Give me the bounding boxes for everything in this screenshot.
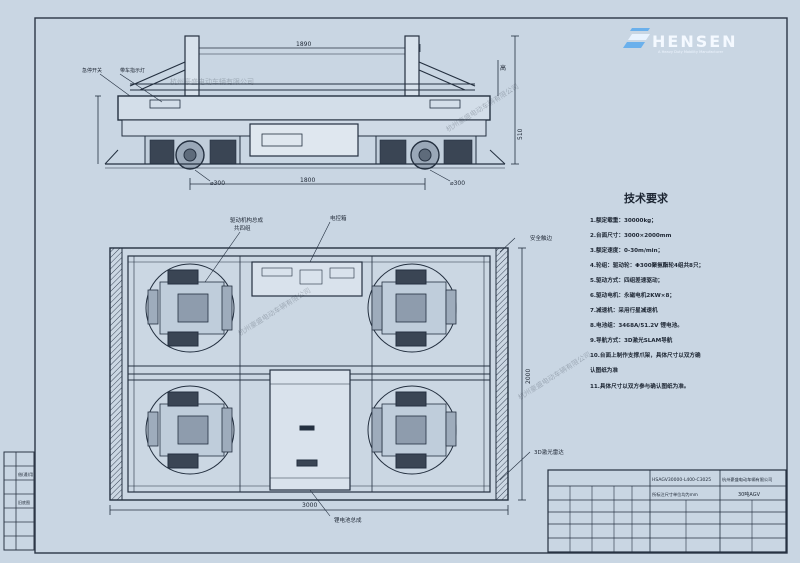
tech-line-4: 4.轮组：驱动轮：Φ300聚氨酯轮4组共8只； xyxy=(590,261,704,269)
technical-requirements: 技术要求 1.额定载重：30000kg； 2.台面尺寸：3000×2000mm … xyxy=(590,191,704,390)
tech-line-9: 9.导航方式：3D激光SLAM导航 xyxy=(590,336,673,344)
drawing-number: HSAGV30000-L400-C3025 xyxy=(652,477,711,483)
drive-module-top-left xyxy=(145,263,235,353)
unit-note: 所标注尺寸单位均为mm xyxy=(652,491,698,498)
tech-line-2: 2.台面尺寸：3000×2000mm xyxy=(590,231,672,239)
tech-line-11: 11.具体尺寸以双方参与确认图纸为准。 xyxy=(590,382,689,390)
company-name: 杭州豪盛电动车辆有限公司 xyxy=(722,476,772,483)
side-drive-unit-left xyxy=(149,139,175,165)
side-elevation-view xyxy=(95,35,519,190)
callout-safety-edge: 安全触边 xyxy=(530,234,553,242)
side-bottom-dimension: 1800 xyxy=(300,177,315,184)
tech-title: 技术要求 xyxy=(624,191,669,205)
callout-electrical-box: 电控箱 xyxy=(330,214,347,222)
drawing-border xyxy=(34,17,788,554)
callout-laser-radar: 3D激光雷达 xyxy=(534,448,564,456)
side-wheel-right-label: ⌀300 xyxy=(450,180,465,187)
left-strip: 借(通)用 旧底图 xyxy=(4,452,34,550)
tech-line-10: 10.台面上制作支撑爪架，具体尺寸以双方确 xyxy=(590,351,701,359)
side-wheel-left-label: ⌀300 xyxy=(210,180,225,187)
tech-line-3: 3.额定速度：0-30m/min； xyxy=(590,246,663,254)
callout-indicator-light: 带车指示灯 xyxy=(120,67,145,74)
side-height-dimension: 510 xyxy=(517,128,524,140)
plan-left-rail xyxy=(109,247,123,501)
brand-name: HENSEN xyxy=(652,32,738,51)
product-name: 30吨AGV xyxy=(738,491,761,498)
tech-line-8: 8.电池组：3468A/51.2V 锂电池。 xyxy=(590,321,683,329)
drive-module-top-right xyxy=(367,263,457,353)
tech-line-7: 7.减速机：采用行星减速机 xyxy=(590,306,658,314)
title-block xyxy=(547,469,787,553)
drive-module-bottom-right xyxy=(367,385,457,475)
left-strip-label-b: 旧底图 xyxy=(18,499,30,505)
tech-line-1: 1.额定载重：30000kg； xyxy=(590,216,657,224)
watermark-1: 杭州豪盛电动车辆有限公司 xyxy=(170,77,254,86)
callout-battery: 锂电池总成 xyxy=(334,516,362,524)
tech-line-5: 5.驱动方式：四组差速驱动； xyxy=(590,276,663,284)
brand-tagline: A Heavy Duty Mobility Manufacturer xyxy=(658,50,724,54)
plan-right-dimension: 2000 xyxy=(525,369,532,384)
title-block-text: HSAGV30000-L400-C3025 杭州豪盛电动车辆有限公司 30吨AG… xyxy=(652,476,772,498)
brand-logo: HENSEN A Heavy Duty Mobility Manufacture… xyxy=(623,28,738,54)
plan-bottom-dimension: 3000 xyxy=(302,502,317,509)
side-right-label: 高 xyxy=(500,64,506,72)
tech-line-10b: 认图纸为准 xyxy=(590,366,618,374)
tech-line-6: 6.驱动电机：永磁电机2KW×8； xyxy=(590,291,675,299)
plan-view xyxy=(109,221,531,517)
drive-module-bottom-left xyxy=(145,385,235,475)
left-strip-label-a: 借(通)用 xyxy=(18,471,33,477)
callout-drive-count: 共四组 xyxy=(234,224,251,232)
callout-emergency-stop: 急停开关 xyxy=(82,67,102,74)
callout-drive-assembly: 驱动机构总成 xyxy=(230,216,264,224)
plan-view-labels: 驱动机构总成 共四组 电控箱 安全触边 锂电池总成 3D激光雷达 3000 20… xyxy=(230,214,564,524)
side-drive-unit-right xyxy=(379,139,407,165)
side-view-labels: 1890 1800 ⌀300 ⌀300 急停开关 带车指示灯 510 高 xyxy=(82,41,524,187)
plan-electrical-box xyxy=(251,261,363,297)
plan-right-rail xyxy=(495,247,509,501)
hensen-logo-icon xyxy=(623,28,650,48)
side-top-dimension: 1890 xyxy=(296,41,311,48)
